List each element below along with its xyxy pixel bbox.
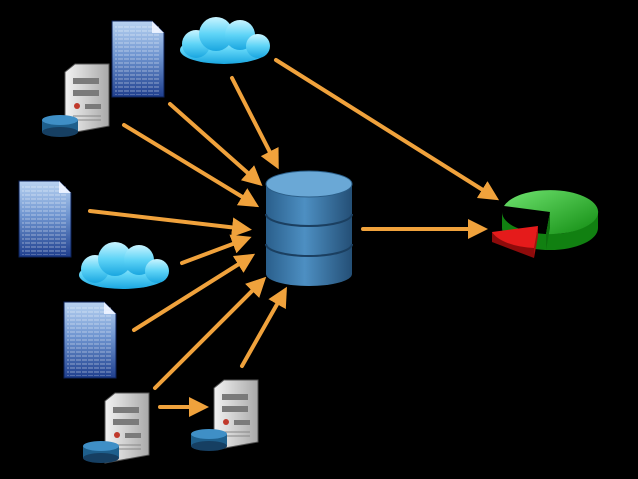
cloud-icon (180, 17, 270, 64)
arrow-cloud1-to-database (230, 76, 279, 170)
server-node-3 (191, 379, 259, 451)
arrow-server3-to-database (240, 286, 287, 368)
arrow-cloud1-to-pie (274, 58, 500, 201)
cloud-icon (79, 242, 169, 289)
document-icon (63, 301, 117, 379)
disk-icon (42, 115, 78, 137)
pie-chart-icon (492, 190, 599, 258)
server-node-2 (83, 392, 150, 464)
server-node-1 (42, 63, 110, 137)
arrow-document3-to-database (132, 253, 256, 332)
arrow-document1-to-database (168, 102, 263, 186)
disk-icon (191, 429, 227, 451)
arrow-cloud2-to-database (180, 234, 252, 265)
arrow-server1-to-database (122, 123, 260, 208)
flow-arrows (88, 58, 500, 417)
arrow-document2-to-database (88, 209, 252, 238)
database-icon (265, 170, 353, 286)
disk-icon (83, 441, 119, 463)
arrow-server2-to-database (153, 276, 267, 390)
document-icon (18, 180, 72, 258)
document-icon (111, 20, 165, 98)
